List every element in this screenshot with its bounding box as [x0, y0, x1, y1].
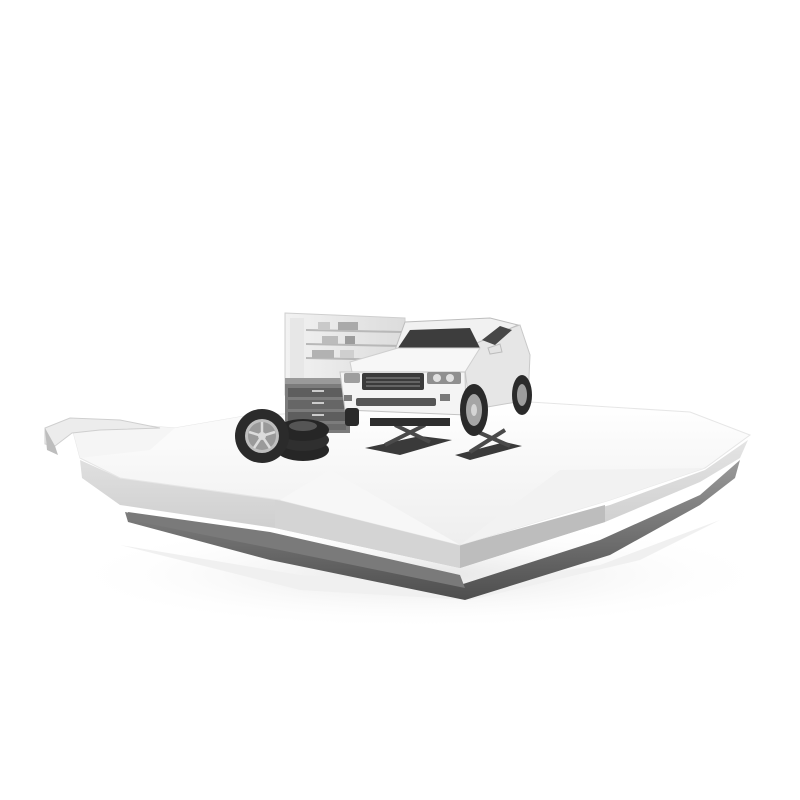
scissor-lift	[365, 418, 522, 460]
white-suv	[339, 317, 532, 436]
tire-wheel	[235, 409, 289, 463]
tire-stack	[235, 409, 329, 463]
